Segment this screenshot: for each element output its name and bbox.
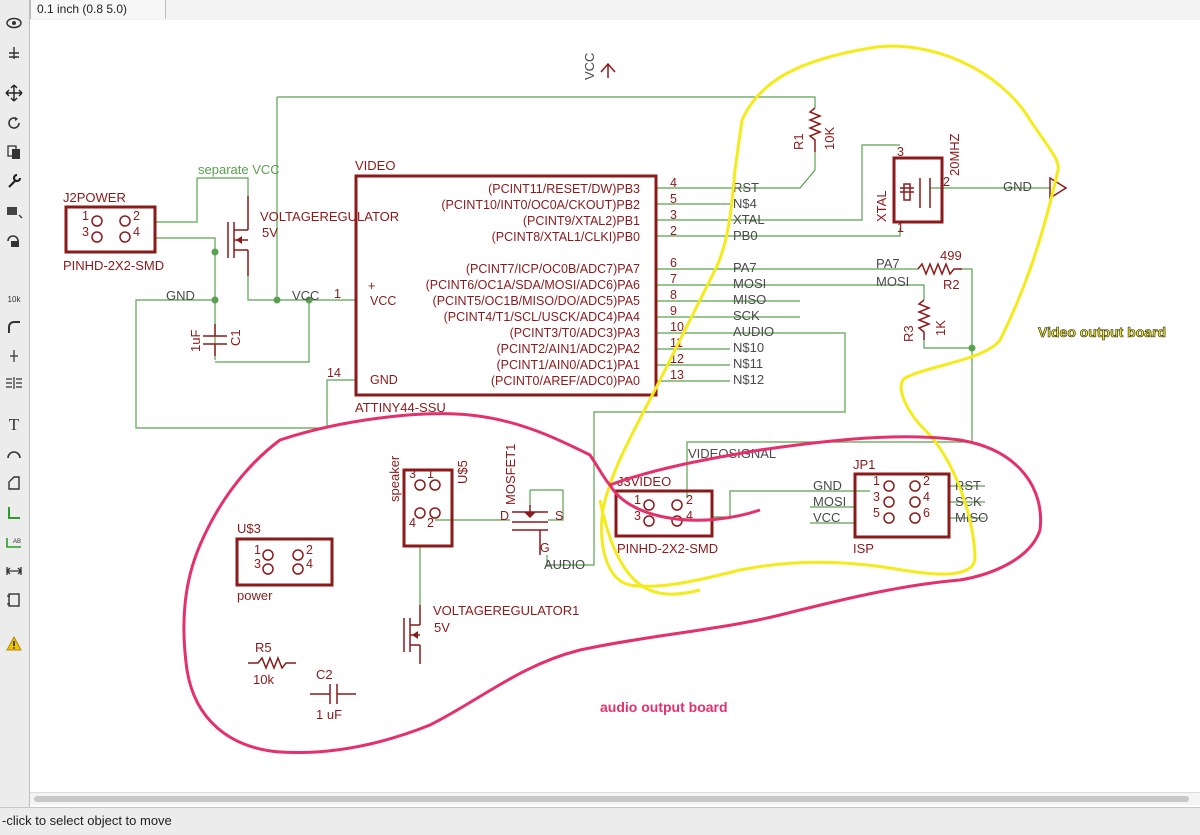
- grid-size-field[interactable]: 0.1 inch (0.8 5.0): [30, 0, 166, 19]
- top-bar: 0.1 inch (0.8 5.0): [0, 0, 1200, 21]
- status-bar: -click to select object to move: [0, 807, 1200, 835]
- copy-icon[interactable]: [3, 141, 25, 163]
- bus-label-icon[interactable]: AB: [3, 531, 25, 553]
- net-split-icon[interactable]: [3, 372, 25, 394]
- tool-palette: 10k T AB: [0, 0, 30, 807]
- rotate-icon[interactable]: [3, 112, 25, 134]
- frame-icon[interactable]: [3, 589, 25, 611]
- arc-icon[interactable]: [3, 316, 25, 338]
- status-message: -click to select object to move: [2, 813, 172, 828]
- net-icon[interactable]: [3, 502, 25, 524]
- split-icon[interactable]: [3, 345, 25, 367]
- warning-icon[interactable]: [3, 632, 25, 654]
- scrollbar-thumb[interactable]: [34, 796, 1189, 802]
- width-icon[interactable]: [3, 560, 25, 582]
- paste-icon[interactable]: [3, 230, 25, 252]
- arc-tool-icon[interactable]: [3, 443, 25, 465]
- schematic-canvas[interactable]: [30, 20, 1200, 792]
- group-icon[interactable]: [3, 200, 25, 222]
- text-tool-icon[interactable]: T: [8, 415, 20, 434]
- svg-text:AB: AB: [13, 539, 21, 545]
- polygon-icon[interactable]: [3, 472, 25, 494]
- wrench-icon[interactable]: [3, 170, 25, 192]
- layer-icon[interactable]: [3, 42, 25, 64]
- eye-icon[interactable]: [3, 12, 25, 34]
- label-icon[interactable]: 10k: [7, 294, 21, 304]
- move-icon[interactable]: [3, 82, 25, 104]
- horizontal-scrollbar[interactable]: [30, 792, 1200, 805]
